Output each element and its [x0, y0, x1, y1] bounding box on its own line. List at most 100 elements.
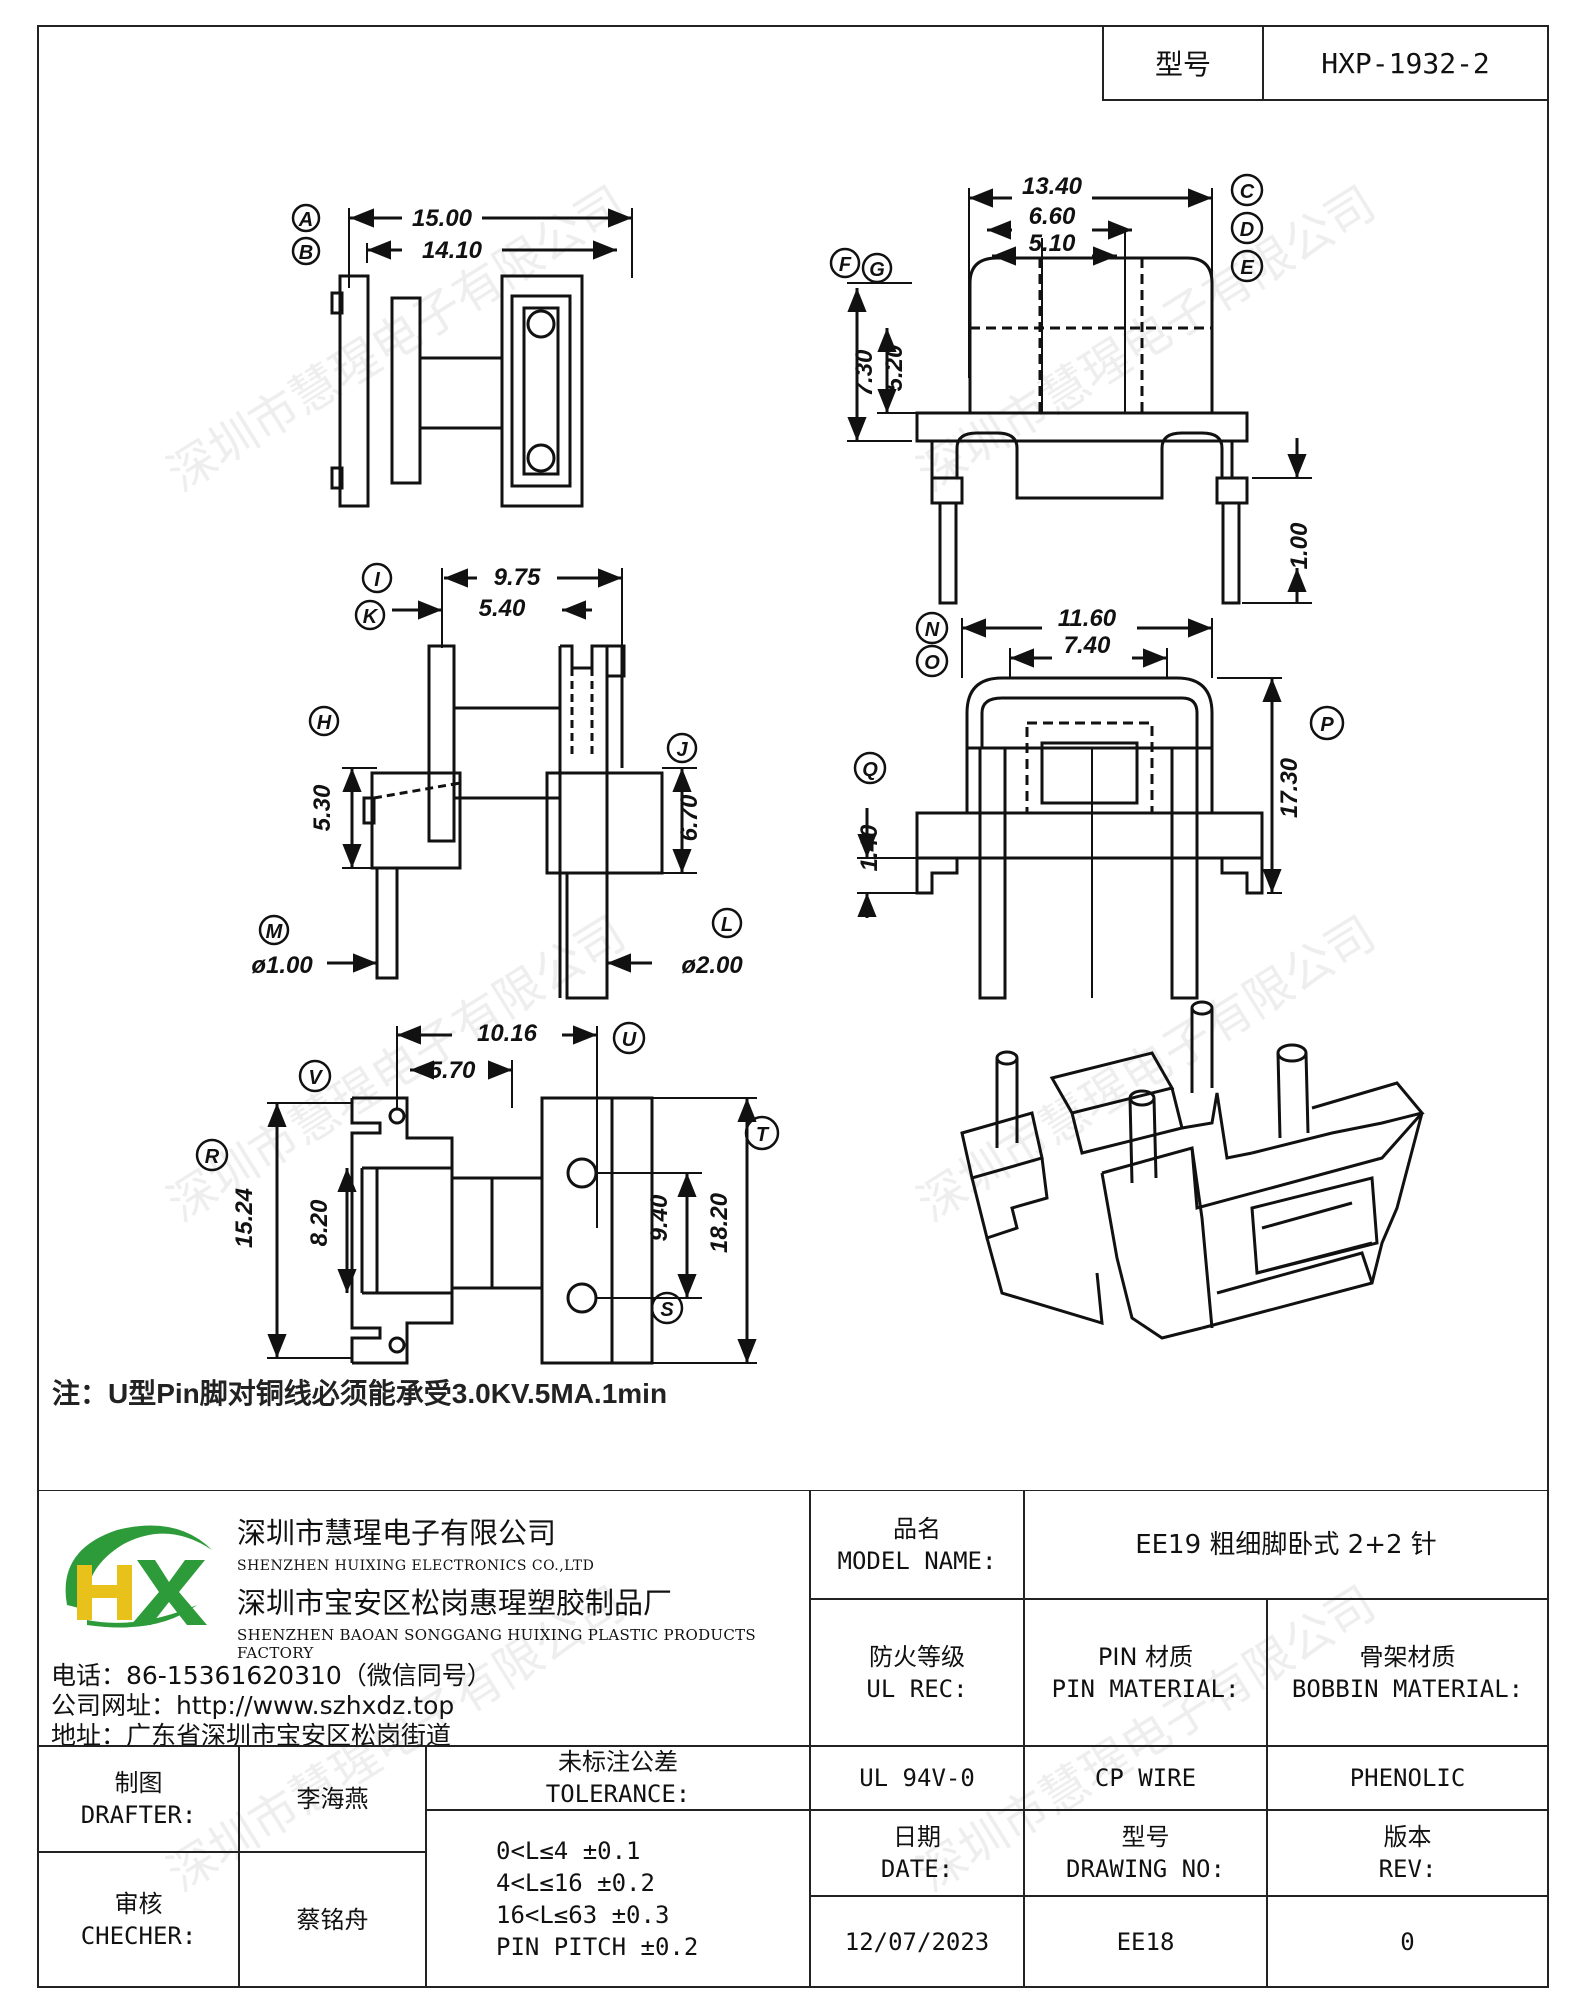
label-I: I	[374, 569, 380, 591]
company-name-cn: 深圳市慧瑆电子有限公司	[237, 1516, 557, 1550]
label-S: S	[660, 1299, 674, 1321]
dim-9-40: 9.40	[646, 1194, 673, 1241]
date-value: 12/07/2023	[844, 1927, 990, 1956]
model-label: 型号	[1104, 27, 1264, 99]
ul-rec-header: 防火等级 UL REC:	[809, 1598, 1025, 1747]
dim-5-20: 5.20	[881, 344, 908, 391]
company-info-cell	[37, 1490, 811, 1747]
label-circle	[298, 1059, 332, 1093]
dim-7-40: 7.40	[1064, 632, 1111, 659]
drafter-header: 制图 DRAFTER:	[37, 1745, 240, 1853]
drawing-no-header: 型号 DRAWING NO:	[1023, 1809, 1268, 1897]
note-text: 注：U型Pin脚对铜线必须能承受3.0KV.5MA.1min	[52, 1378, 668, 1409]
model-number-box: 型号 HXP-1932-2	[1102, 25, 1549, 101]
label-circle	[915, 644, 949, 678]
rev-cn: 版本	[1383, 1823, 1432, 1851]
ul-rec-value: UL 94V-0	[859, 1764, 975, 1792]
label-circle	[1230, 173, 1264, 207]
tolerance-en: TOLERANCE:	[545, 1780, 691, 1808]
dim-18-20: 18.20	[706, 1192, 733, 1253]
model-name-value-cell: EE19 粗细脚卧式 2+2 针	[1023, 1490, 1549, 1600]
factory-name-en: SHENZHEN BAOAN SONGGANG HUIXING PLASTIC …	[237, 1626, 757, 1662]
model-name-en: MODEL NAME:	[837, 1547, 997, 1575]
dim-8-20: 8.20	[306, 1199, 333, 1246]
drafter-cn: 制图	[114, 1769, 163, 1797]
model-name-value: EE19 粗细脚卧式 2+2 针	[1135, 1530, 1437, 1560]
drawing-no-en: DRAWING NO:	[1066, 1855, 1225, 1883]
dim-6-70: 6.70	[676, 794, 703, 841]
dim-14-10: 14.10	[422, 237, 483, 264]
tolerance-line: 16<L≤63 ±0.3	[496, 1900, 670, 1929]
label-U: U	[622, 1029, 637, 1051]
ul-rec-cn: 防火等级	[869, 1642, 965, 1671]
company-logo	[65, 1525, 212, 1628]
company-name-en: SHENZHEN HUIXING ELECTRONICS CO.,LTD	[237, 1558, 595, 1574]
dim-9-75: 9.75	[494, 564, 541, 591]
drafter-name-cell: 李海燕	[238, 1745, 427, 1853]
bobbin-material-value: PHENOLIC	[1349, 1764, 1466, 1792]
company-website: 公司网址：http://www.szhxdz.top	[51, 1691, 455, 1720]
label-circle	[1230, 249, 1264, 283]
checker-header: 审核 CHECHER:	[37, 1851, 240, 1988]
drawing-no-value-cell: EE18	[1023, 1895, 1268, 1988]
label-Q: Q	[862, 759, 878, 781]
checker-name-cell: 蔡铭舟	[238, 1851, 427, 1988]
label-circle	[308, 705, 340, 737]
model-value: HXP-1932-2	[1321, 46, 1490, 80]
dim-17-30: 17.30	[1276, 757, 1303, 818]
label-F: F	[839, 254, 852, 276]
label-V: V	[308, 1067, 323, 1089]
bobbin-material-value-cell: PHENOLIC	[1266, 1745, 1549, 1811]
label-M: M	[266, 921, 284, 943]
dim-5-40: 5.40	[479, 595, 526, 622]
dim-13-40: 13.40	[1022, 173, 1083, 200]
rev-en: REV:	[1378, 1855, 1437, 1883]
label-K: K	[363, 606, 379, 628]
date-value-cell: 12/07/2023	[809, 1895, 1025, 1988]
label-E: E	[1240, 257, 1254, 279]
label-circle	[1230, 211, 1264, 245]
dim-1-40: 1.40	[856, 824, 883, 871]
label-P: P	[1320, 714, 1334, 736]
drafter-en: DRAFTER:	[80, 1801, 197, 1829]
date-cn: 日期	[893, 1823, 941, 1851]
rev-header: 版本 REV:	[1266, 1809, 1549, 1897]
dim-5-70: 5.70	[429, 1057, 476, 1084]
dim-7-30: 7.30	[851, 349, 878, 396]
pin-material-cn: PIN 材质	[1097, 1642, 1194, 1671]
tolerance-header: 未标注公差 TOLERANCE:	[425, 1745, 811, 1811]
label-circle	[354, 599, 386, 631]
company-info: 深圳市慧瑆电子有限公司 SHENZHEN HUIXING ELECTRONICS…	[37, 1490, 811, 1750]
label-N: N	[925, 619, 940, 641]
drafter-name: 李海燕	[296, 1785, 369, 1813]
pin-material-value-cell: CP WIRE	[1023, 1745, 1268, 1811]
ul-rec-en: UL REC:	[866, 1674, 968, 1703]
label-circle	[195, 1138, 229, 1172]
date-en: DATE:	[880, 1855, 954, 1883]
bobbin-material-header: 骨架材质 BOBBIN MATERIAL:	[1266, 1598, 1549, 1747]
label-circle	[361, 562, 393, 594]
dim-dia-1-00: ø1.00	[251, 952, 313, 979]
label-L: L	[721, 914, 733, 936]
rev-value: 0	[1400, 1927, 1415, 1956]
factory-name-cn: 深圳市宝安区松岗惠瑆塑胶制品厂	[237, 1586, 673, 1620]
checker-cn: 审核	[114, 1889, 163, 1918]
dim-6-60: 6.60	[1029, 203, 1076, 230]
dim-5-10: 5.10	[1029, 230, 1076, 257]
label-circle	[666, 732, 698, 764]
checker-en: CHECHER:	[80, 1921, 197, 1950]
tolerance-line: 0<L≤4 ±0.1	[496, 1836, 641, 1865]
tolerance-line: 4<L≤16 ±0.2	[496, 1868, 655, 1897]
pin-material-en: PIN MATERIAL:	[1051, 1674, 1240, 1703]
label-circle	[711, 907, 743, 939]
label-circle	[258, 914, 290, 946]
label-circle	[291, 236, 321, 266]
dim-5-30: 5.30	[309, 784, 336, 831]
label-J: J	[676, 739, 688, 761]
model-name-cn: 品名	[893, 1515, 941, 1543]
dim-15-24: 15.24	[231, 1188, 258, 1248]
dim-10-16: 10.16	[477, 1020, 538, 1047]
label-G: G	[869, 259, 885, 281]
label-D: D	[1240, 219, 1254, 241]
checker-name: 蔡铭舟	[296, 1905, 369, 1934]
